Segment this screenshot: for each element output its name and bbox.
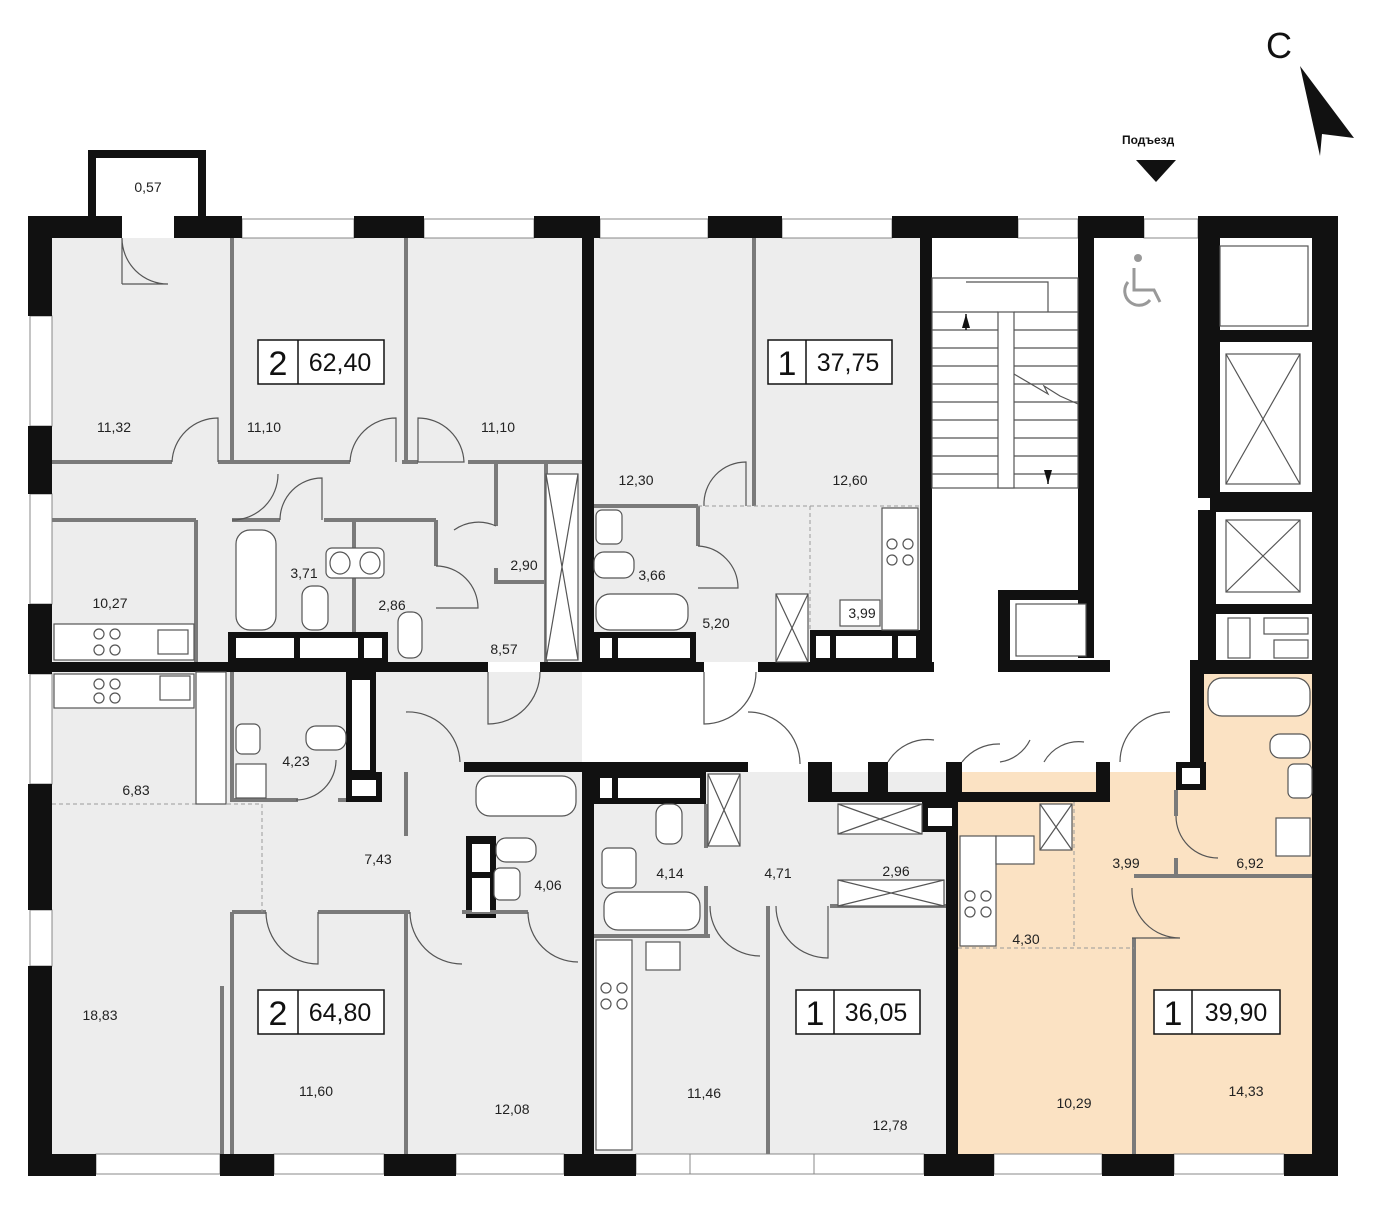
north-letter: С (1266, 25, 1292, 66)
room-area-label: 2,90 (510, 557, 537, 573)
room-area-label: 2,96 (882, 863, 909, 879)
doors (121, 237, 1219, 965)
north-arrow-icon (1300, 66, 1354, 156)
apartment-1-37-floor[interactable] (594, 238, 920, 662)
room-area-label: 12,30 (618, 472, 653, 488)
apartment-rooms: 1 (1164, 995, 1183, 1033)
apartment-rooms: 2 (269, 345, 288, 383)
apartment-rooms: 1 (806, 995, 825, 1033)
room-area-label: 4,14 (656, 865, 683, 881)
room-area-label: 10,29 (1056, 1095, 1091, 1111)
room-area-label: 12,08 (494, 1101, 529, 1117)
entrance-marker: Подъезд (1122, 133, 1176, 182)
room-area-label: 4,23 (282, 753, 309, 769)
room-area-label: 7,43 (364, 851, 391, 867)
room-area-labels: 0,57 11,32 11,10 11,10 12,30 12,60 3,71 … (82, 179, 1263, 1133)
apartment-area: 39,90 (1205, 999, 1268, 1027)
room-area-label: 3,71 (290, 565, 317, 581)
room-area-label: 14,33 (1228, 1083, 1263, 1099)
apartment-badges: 2 62,40 1 37,75 2 64,80 1 36,05 1 39,90 (257, 339, 1281, 1035)
room-area-label: 12,78 (872, 1117, 907, 1133)
zone-lines (52, 505, 1134, 949)
room-area-label: 18,83 (82, 1007, 117, 1023)
entrance-triangle-icon (1136, 160, 1176, 182)
apartment-badge[interactable]: 1 37,75 (767, 339, 893, 385)
room-area-label: 10,27 (92, 595, 127, 611)
room-area-label: 8,57 (490, 641, 517, 657)
stairwell (931, 245, 1309, 659)
room-area-label: 6,92 (1236, 855, 1263, 871)
apartment-badge[interactable]: 2 64,80 (257, 989, 385, 1035)
room-area-label: 3,66 (638, 567, 665, 583)
room-area-label: 4,30 (1012, 931, 1039, 947)
room-area-label: 3,99 (848, 605, 875, 621)
north-arrow: С (1266, 25, 1354, 156)
apartment-rooms: 1 (778, 345, 797, 383)
apartment-area: 62,40 (309, 349, 372, 377)
apartment-rooms: 2 (269, 995, 288, 1033)
apartment-2-62-balcony (96, 158, 198, 216)
room-area-label: 4,06 (534, 877, 561, 893)
accessibility-icon (1123, 254, 1162, 307)
apartment-badge[interactable]: 1 39,90 (1153, 989, 1281, 1035)
room-area-label: 12,60 (832, 472, 867, 488)
room-area-label: 4,71 (764, 865, 791, 881)
room-area-label: 11,10 (481, 419, 515, 435)
room-area-label: 6,83 (122, 782, 149, 798)
apartment-badge[interactable]: 1 36,05 (795, 989, 921, 1035)
entrance-label: Подъезд (1122, 133, 1175, 147)
apartment-area: 37,75 (817, 349, 880, 377)
apartment-area: 64,80 (309, 999, 372, 1027)
room-area-label: 11,32 (97, 419, 131, 435)
fixtures (53, 473, 1313, 1151)
room-area-label: 2,86 (378, 597, 405, 613)
apartment-badge[interactable]: 2 62,40 (257, 339, 385, 385)
room-area-label: 5,20 (702, 615, 729, 631)
room-area-label: 11,10 (247, 419, 281, 435)
room-area-label: 11,46 (687, 1085, 721, 1101)
apartment-area: 36,05 (845, 999, 908, 1027)
room-area-label: 0,57 (134, 179, 161, 195)
room-area-label: 11,60 (299, 1083, 333, 1099)
room-area-label: 3,99 (1112, 855, 1139, 871)
